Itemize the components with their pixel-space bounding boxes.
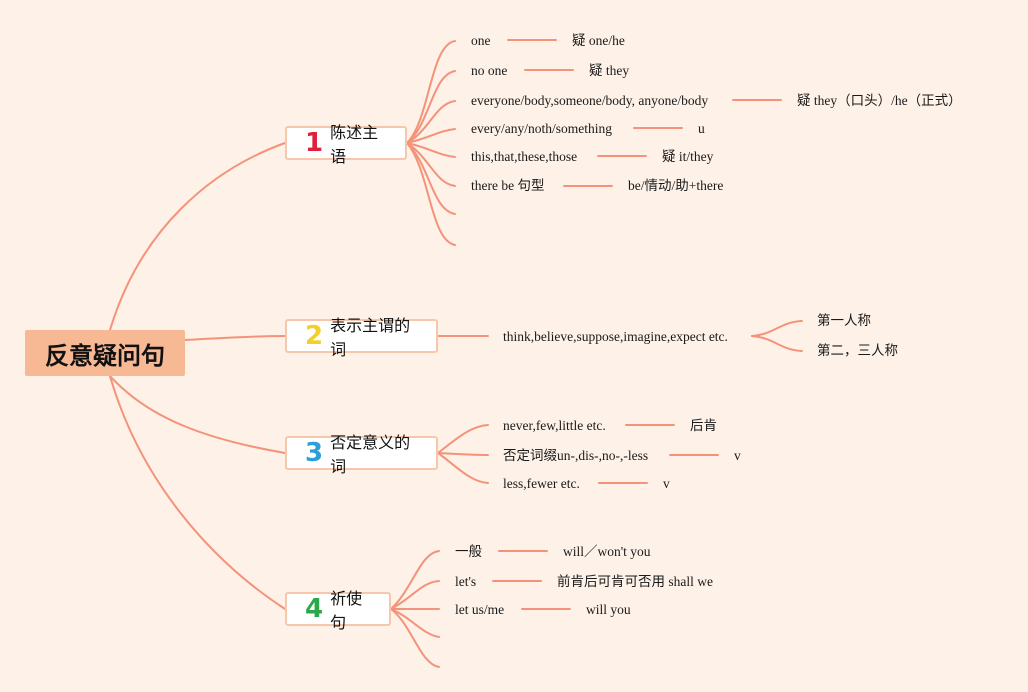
link-b2-s1	[751, 320, 803, 337]
leaf-item[interactable]: v	[734, 448, 741, 463]
leaf-item[interactable]: will／won't you	[563, 544, 651, 559]
branch-node-1[interactable]: 1 陈述主语	[285, 123, 407, 166]
number-2-icon: 2	[305, 321, 324, 351]
branch-node-3[interactable]: 3 否定意义的词	[285, 433, 438, 476]
link-root-b4	[109, 375, 286, 610]
number-3-icon: 3	[305, 438, 324, 468]
link-b4-l5	[390, 608, 440, 668]
leaf-item[interactable]: 疑 they（口头）/he（正式）	[797, 93, 962, 108]
leaf-item[interactable]: will you	[586, 602, 631, 617]
leaf-item[interactable]: 否定词缀un-,dis-,no-,-less	[503, 448, 649, 463]
leaf-item[interactable]: 疑 one/he	[572, 33, 625, 48]
link-b1-l6	[406, 142, 456, 187]
branch-label: 陈述主语	[330, 123, 379, 166]
branch-label: 表示主谓的词	[330, 316, 411, 359]
link-b1-l7	[406, 142, 456, 215]
number-4-icon: 4	[305, 594, 324, 624]
link-b1-l4	[406, 128, 456, 144]
leaf-item[interactable]: everyone/body,someone/body, anyone/body	[471, 93, 709, 108]
leaf-item[interactable]: no one	[471, 63, 508, 78]
number-1-icon: 1	[305, 128, 324, 158]
leaf-item[interactable]: 一般	[455, 544, 482, 559]
leaf-item[interactable]: this,that,these,those	[471, 149, 578, 164]
branch-node-2[interactable]: 2 表示主谓的词	[285, 316, 438, 359]
link-b4-l2	[390, 580, 440, 610]
leaf-item[interactable]: 疑 they	[589, 63, 630, 78]
root-label: 反意疑问句	[45, 341, 165, 370]
link-root-b3	[109, 375, 286, 454]
link-b2-s2	[751, 335, 803, 352]
leaf-item[interactable]: never,few,little etc.	[503, 418, 606, 433]
link-b1-l8	[406, 142, 456, 246]
link-b1-l3	[406, 100, 456, 144]
branch-node-4[interactable]: 4 祈使句	[285, 589, 391, 632]
leaf-item[interactable]: be/情动/助+there	[628, 178, 724, 193]
link-b3-l3	[437, 452, 489, 484]
link-root-b2	[184, 335, 286, 341]
sub-item[interactable]: 第二，三人称	[817, 343, 898, 358]
link-b1-l1	[406, 40, 456, 144]
link-b3-l2	[437, 452, 489, 456]
leaf-item[interactable]: think,believe,suppose,imagine,expect etc…	[503, 329, 728, 344]
leaf-item[interactable]: one	[471, 33, 491, 48]
leaf-item[interactable]: u	[698, 121, 705, 136]
link-b4-l1	[390, 550, 440, 610]
link-b1-l2	[406, 70, 456, 144]
leaf-item[interactable]: 前肯后可肯可否用 shall we	[557, 574, 713, 589]
link-b3-l1	[437, 424, 489, 454]
branch-label: 否定意义的词	[330, 433, 411, 476]
sub-item[interactable]: 第一人称	[817, 313, 871, 328]
root-node[interactable]: 反意疑问句	[25, 330, 185, 376]
leaf-item[interactable]: let's	[455, 574, 477, 589]
leaf-item[interactable]: v	[663, 476, 670, 491]
leaf-item[interactable]: every/any/noth/something	[471, 121, 612, 136]
leaf-item[interactable]: there be 句型	[471, 178, 545, 193]
leaf-item[interactable]: 疑 it/they	[662, 149, 714, 164]
link-b4-l4	[390, 608, 440, 638]
leaf-item[interactable]: less,fewer etc.	[503, 476, 580, 491]
link-root-b1	[109, 142, 286, 331]
link-b1-l5	[406, 142, 456, 158]
leaf-item[interactable]: 后肯	[690, 418, 717, 433]
branch-label: 祈使句	[330, 589, 363, 632]
leaf-item[interactable]: let us/me	[455, 602, 505, 617]
